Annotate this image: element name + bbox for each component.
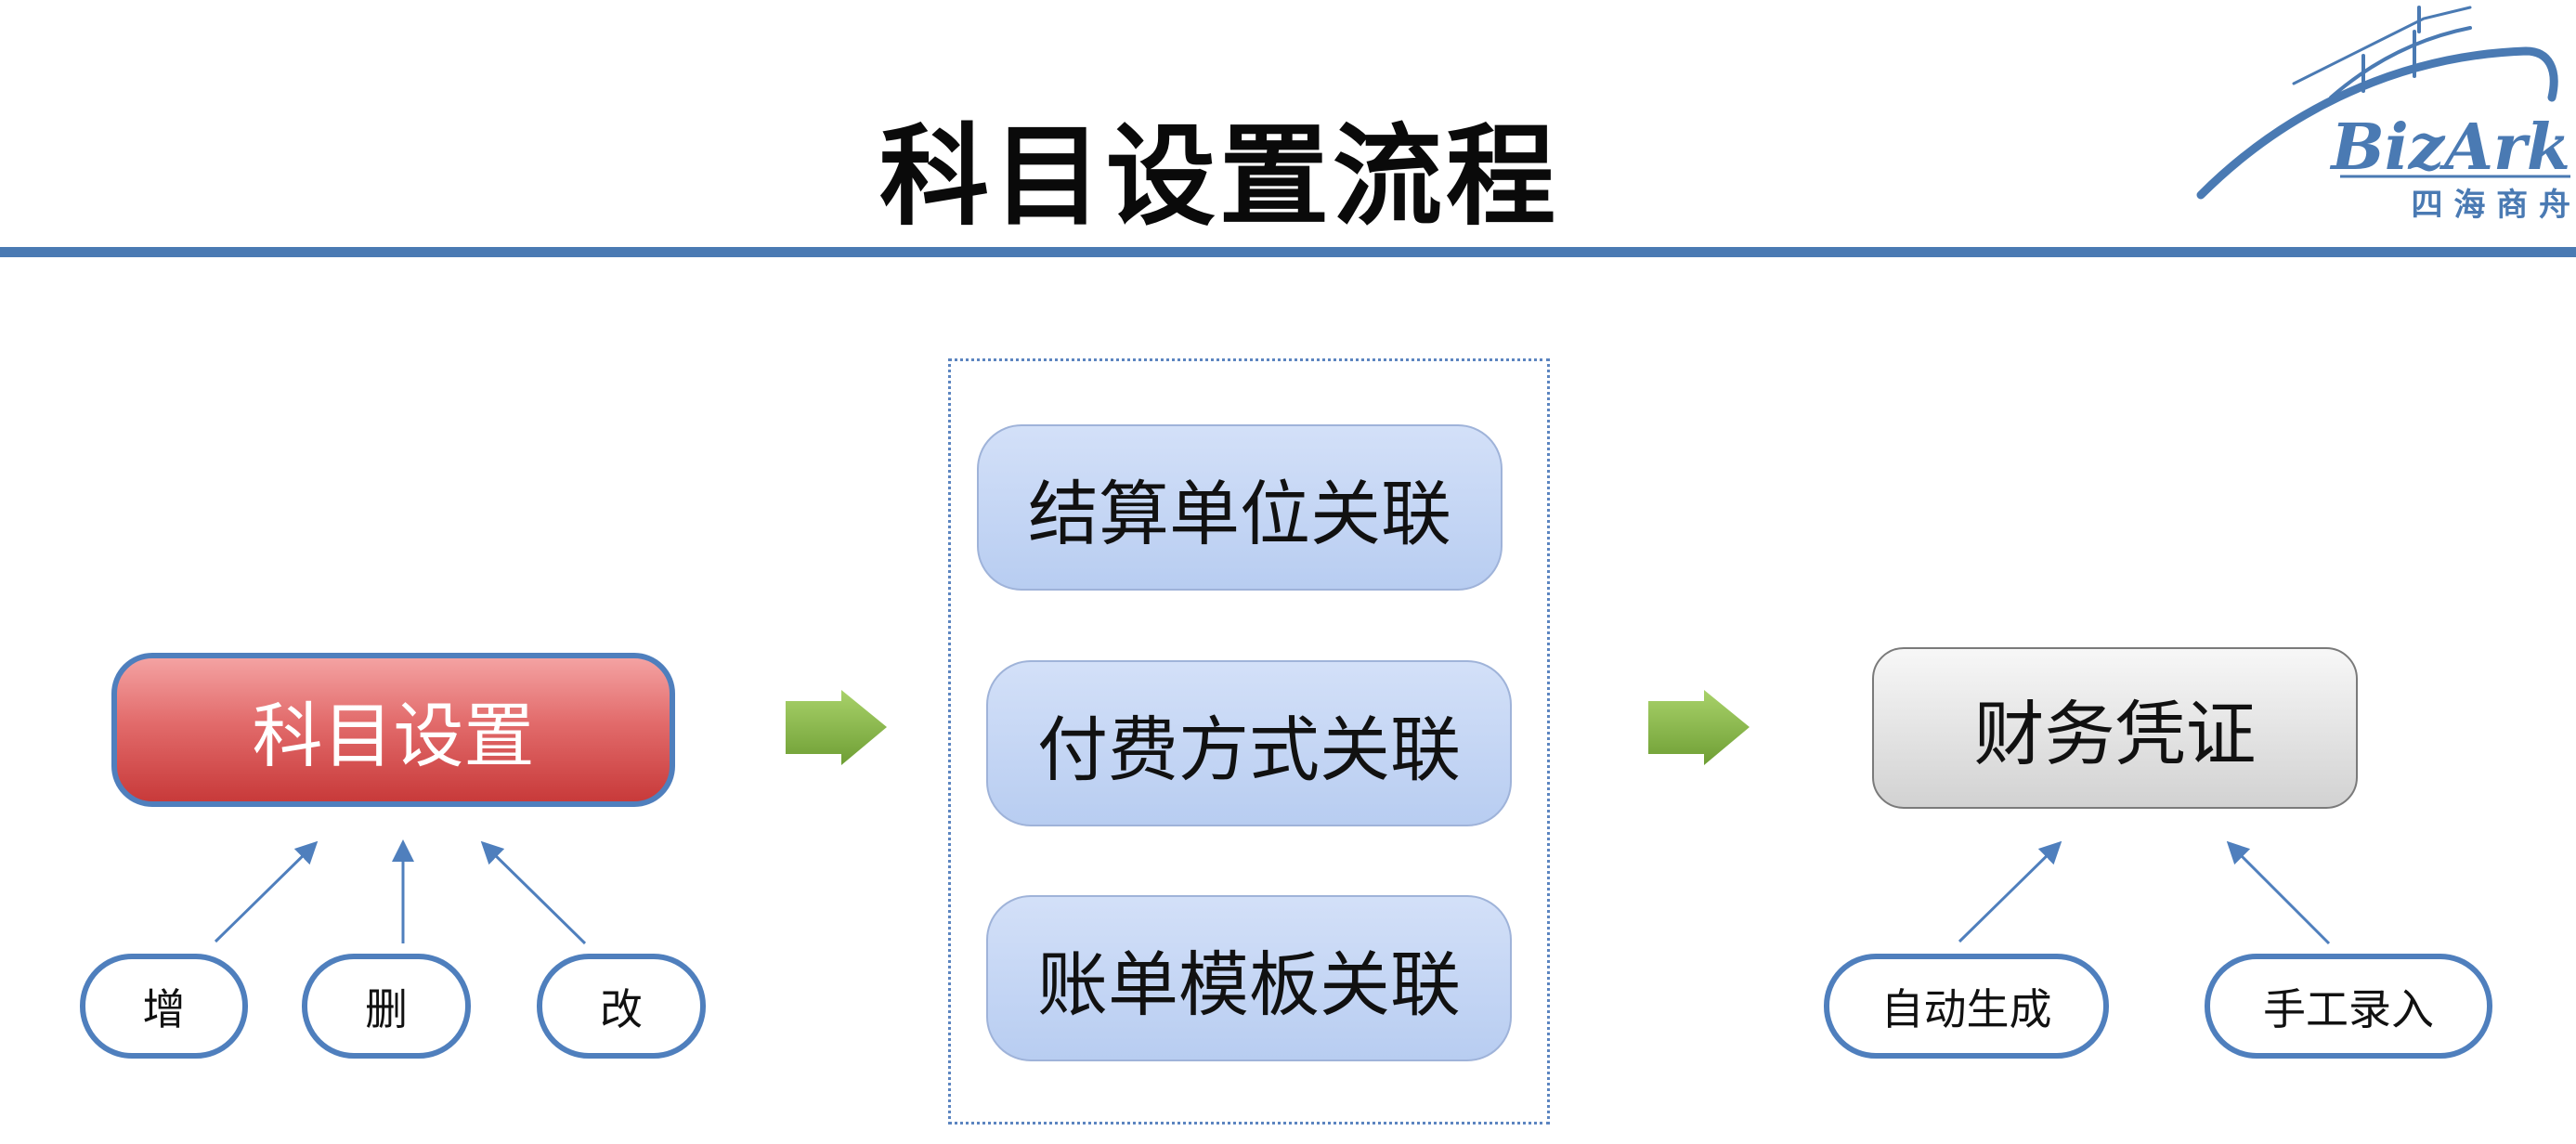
source-auto-generate-node: 自动生成 — [1824, 954, 2109, 1059]
payment-method-link-node: 付费方式关联 — [986, 660, 1512, 826]
operation-delete-node: 删 — [302, 954, 471, 1059]
flow-arrow-links-to-voucher — [1648, 690, 1750, 765]
operation-edit-node: 改 — [537, 954, 706, 1059]
association-group — [948, 358, 1550, 1124]
ship-icon — [2196, 6, 2558, 200]
source-manual-entry-node: 手工录入 — [2205, 954, 2492, 1059]
logo-tagline-text: 四 海 商 舟 — [2411, 187, 2570, 224]
operation-add-node: 增 — [80, 954, 248, 1059]
logo-brand-text: BizArk — [2329, 110, 2570, 185]
page-title: 科目设置流程 — [878, 112, 1559, 240]
bizark-logo: BizArk 四 海 商 舟 — [2196, 6, 2570, 224]
financial-voucher-node: 财务凭证 — [1872, 647, 2358, 809]
flow-arrow-subject-to-links — [786, 690, 887, 765]
arrow-edit-to-subject — [480, 840, 587, 945]
arrow-manual-to-voucher — [2226, 840, 2331, 945]
settlement-unit-link-node: 结算单位关联 — [977, 424, 1503, 591]
arrow-add-to-subject — [214, 840, 319, 943]
title-divider — [0, 247, 2576, 257]
bill-template-link-node: 账单模板关联 — [986, 895, 1512, 1061]
subject-settings-node: 科目设置 — [111, 653, 675, 807]
arrow-auto-to-voucher — [1958, 840, 2062, 943]
